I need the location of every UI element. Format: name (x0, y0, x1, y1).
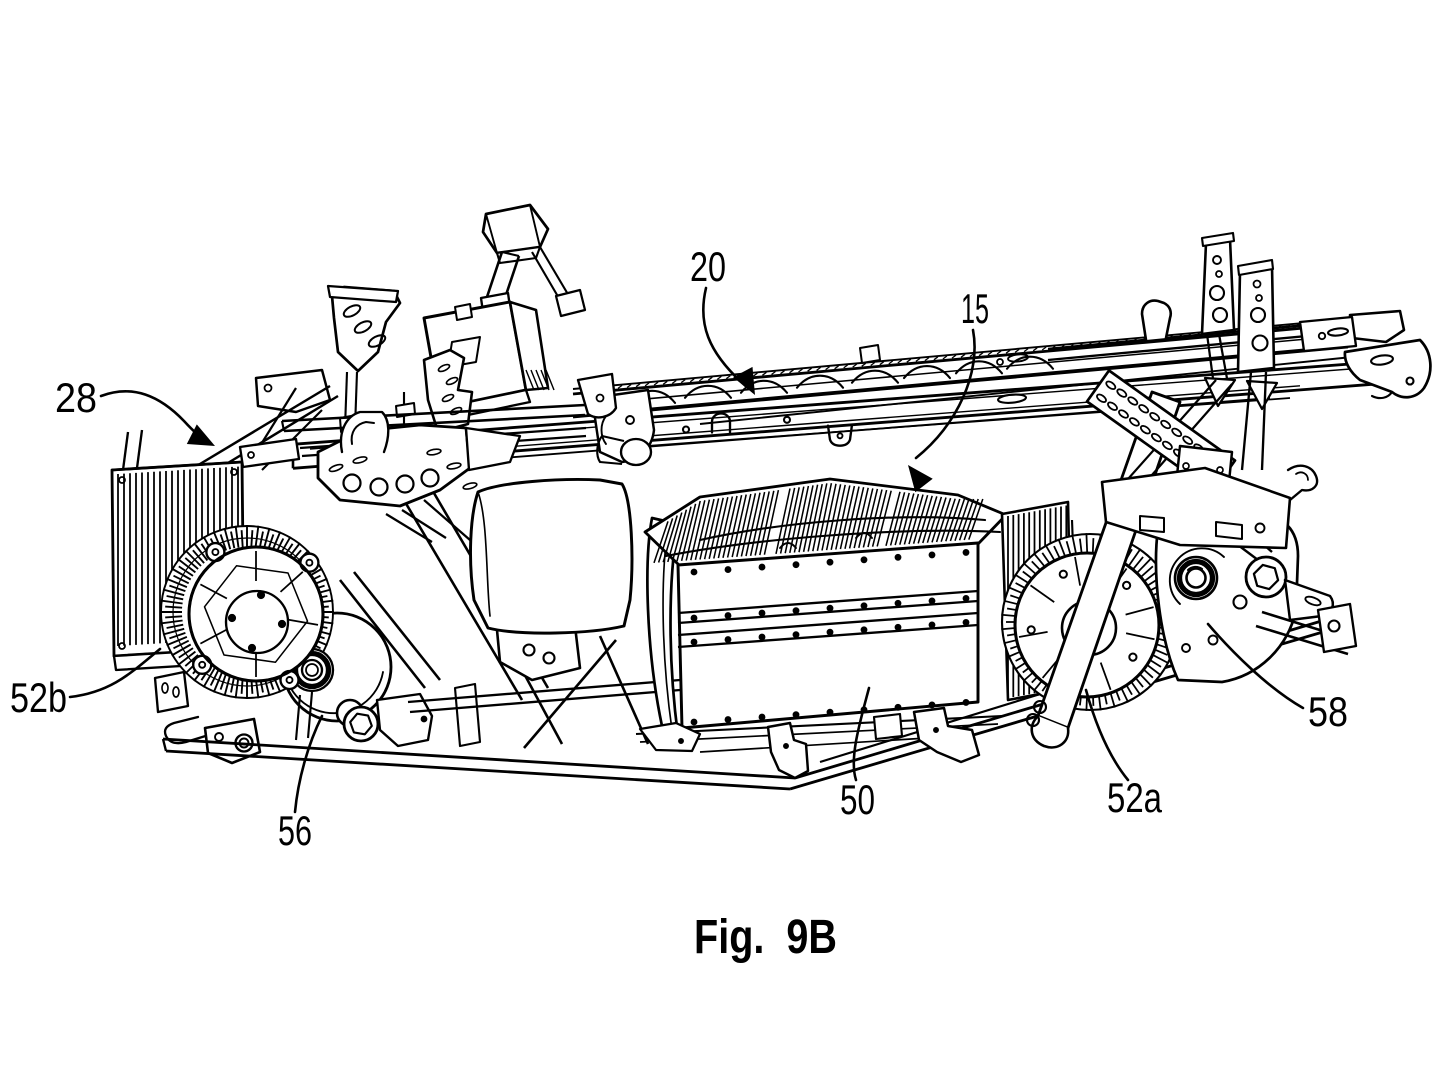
svg-text:15: 15 (961, 285, 989, 332)
svg-text:Fig. 9B: Fig. 9B (694, 911, 837, 964)
svg-text:20: 20 (690, 243, 726, 290)
svg-text:52b: 52b (10, 674, 67, 721)
svg-text:56: 56 (278, 807, 312, 854)
svg-text:50: 50 (840, 776, 875, 823)
svg-text:58: 58 (1308, 688, 1348, 735)
svg-text:52a: 52a (1107, 774, 1163, 821)
svg-text:28: 28 (55, 374, 97, 421)
